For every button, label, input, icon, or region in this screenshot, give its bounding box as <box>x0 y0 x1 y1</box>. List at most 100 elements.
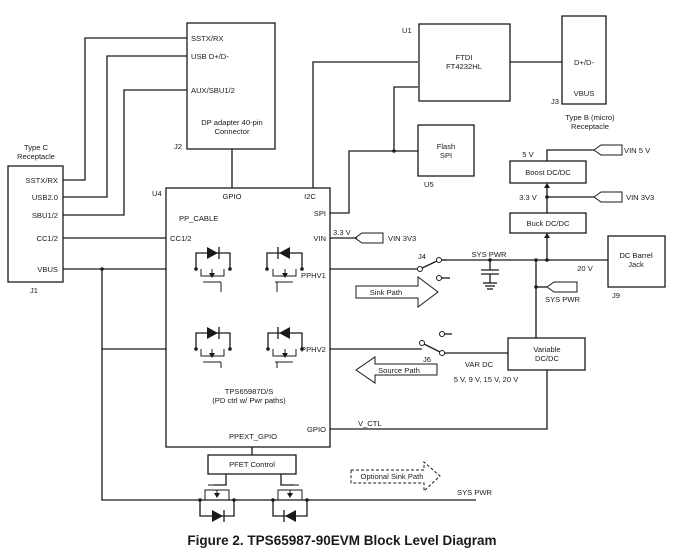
u4-pin-pphv2: PPHV2 <box>301 345 326 354</box>
u5-name-2: SPI <box>440 151 452 160</box>
wires <box>63 37 608 501</box>
net-label-sys-pwr-bus: SYS PWR <box>471 250 507 259</box>
boost-out-label: 5 V <box>522 150 534 159</box>
j3-title-1: Type B (micro) <box>565 113 615 122</box>
u4-pin-spi: SPI <box>314 209 326 218</box>
wire-vbus-down <box>101 269 208 501</box>
j9-voltage: 20 V <box>577 264 594 273</box>
j3-title-2: Receptacle <box>571 122 609 131</box>
net-tag-sys-pwr: SYS PWR <box>545 281 581 304</box>
u1-ftdi <box>418 23 511 102</box>
boost-dcdc <box>509 160 587 184</box>
net-label-vin-3v3-u4: VIN 3V3 <box>388 234 416 243</box>
boost-name: Boost DC/DC <box>525 168 571 177</box>
buck-dcdc <box>509 212 587 234</box>
net-label-sys-pwr-bottom: SYS PWR <box>457 488 493 497</box>
j9-dc-barrel-jack <box>607 235 666 288</box>
j1-title-2: Receptacle <box>17 152 55 161</box>
wire-sbu <box>63 89 187 216</box>
variable-name-2: DC/DC <box>535 354 560 363</box>
mosfet-pphv1-b <box>266 247 303 292</box>
j9-name-1: DC Barrel <box>619 251 653 260</box>
u4-pin-vin: VIN <box>313 234 326 243</box>
u4-pp-cable: PP_CABLE <box>179 214 218 223</box>
j2-name-2: Connector <box>214 127 250 136</box>
u4-pin-i2c: I2C <box>304 192 316 201</box>
j1-pin-cc: CC1/2 <box>36 234 58 243</box>
u4-pin-gpio-bottom: GPIO <box>307 425 326 434</box>
j3-type-b-micro <box>561 15 607 105</box>
junction-dots <box>100 149 550 502</box>
u4-pin-gpio-top: GPIO <box>223 192 242 201</box>
j3-pin-dp: D+/D- <box>574 58 595 67</box>
wire-ftdi-spi <box>393 86 418 151</box>
net-tag-vin-3v3-u4: VIN 3V3 3.3 V <box>333 228 416 244</box>
j2-name-1: DP adapter 40-pin <box>201 118 263 127</box>
net-label-var-dc-voltages: 5 V, 9 V, 15 V, 20 V <box>454 375 520 384</box>
mosfet-pphv1-a <box>195 247 231 292</box>
pfet-control-name: PFET Control <box>229 460 275 469</box>
j1-type-c-receptacle <box>7 165 64 283</box>
buck-name: Buck DC/DC <box>526 219 570 228</box>
net-tag-vin-5v: VIN 5 V <box>593 144 651 156</box>
net-label-sys-pwr-tag: SYS PWR <box>545 295 581 304</box>
mosfet-pphv2-a <box>195 327 231 368</box>
net-label-v-ctl: V_CTL <box>358 419 382 428</box>
u1-name-1: FTDI <box>456 53 473 62</box>
u4-name-1: TPS65987D/S <box>225 387 274 396</box>
j1-pin-sstx: SSTX/RX <box>26 176 59 185</box>
wire-spi <box>330 150 418 214</box>
figure-caption: Figure 2. TPS65987-90EVM Block Level Dia… <box>187 533 496 548</box>
u4-pin-pphv1: PPHV1 <box>301 271 326 280</box>
mosfet-external-a <box>199 484 235 522</box>
net-tag-vin-3v3-top: VIN 3V3 <box>593 191 654 203</box>
j1-pin-usb: USB2.0 <box>32 193 58 202</box>
net-label-vin-3v3-top: VIN 3V3 <box>626 193 654 202</box>
sink-path-arrow: Sink Path <box>355 276 439 308</box>
j9-name-2: Jack <box>628 260 644 269</box>
j2-pin-usb: USB D+/D- <box>191 52 229 61</box>
wire-i2c <box>312 61 418 188</box>
optional-sink-path-label: Optional Sink Path <box>361 472 424 481</box>
u5-flash-spi <box>417 124 475 177</box>
switch-j6: J6 <box>419 331 452 364</box>
net-label-var-dc: VAR DC <box>465 360 494 369</box>
u4-ref: U4 <box>152 189 162 198</box>
j9-ref: J9 <box>612 291 620 300</box>
u5-ref: U5 <box>424 180 434 189</box>
wire-gate2 <box>280 474 294 486</box>
net-label-3v3: 3.3 V <box>333 228 352 237</box>
u1-name-2: FT4232HL <box>446 62 482 71</box>
j1-pin-vbus: VBUS <box>37 265 58 274</box>
wire-sstx <box>63 37 187 181</box>
u4-name-2: (PD ctrl w/ Pwr paths) <box>212 396 286 405</box>
j2-pin-aux: AUX/SBU1/2 <box>191 86 235 95</box>
sink-path-label: Sink Path <box>370 288 403 297</box>
j3-pin-vbus: VBUS <box>574 89 595 98</box>
optional-sink-path-arrow: Optional Sink Path <box>350 460 441 493</box>
wire-v-ctl <box>330 370 548 430</box>
wire-boost-out <box>546 149 594 164</box>
source-path-arrow: Source Path <box>355 356 438 384</box>
u4-pin-cc: CC1/2 <box>170 234 192 243</box>
mosfet-pphv2-b <box>267 327 303 368</box>
variable-name-1: Variable <box>533 345 560 354</box>
u5-name-1: Flash <box>437 142 456 151</box>
capacitor-symbol <box>481 269 499 290</box>
u1-ref: U1 <box>402 26 412 35</box>
wire-usb <box>63 55 187 198</box>
switch-j6-label: J6 <box>423 355 431 364</box>
j1-ref: J1 <box>30 286 38 295</box>
pfet-control <box>207 454 297 475</box>
wire-gate1 <box>214 474 227 486</box>
switch-j4-label: J4 <box>418 252 426 261</box>
j2-ref: J2 <box>174 142 182 151</box>
j1-pin-sbu: SBU1/2 <box>32 211 58 220</box>
variable-dcdc <box>507 337 586 371</box>
u4-ppext-gpio: PPEXT_GPIO <box>229 432 277 441</box>
j1-title-1: Type C <box>24 143 49 152</box>
u4-tps65987 <box>165 187 331 448</box>
mosfet-external-b <box>272 484 308 522</box>
buck-out-label: 3.3 V <box>519 193 538 202</box>
